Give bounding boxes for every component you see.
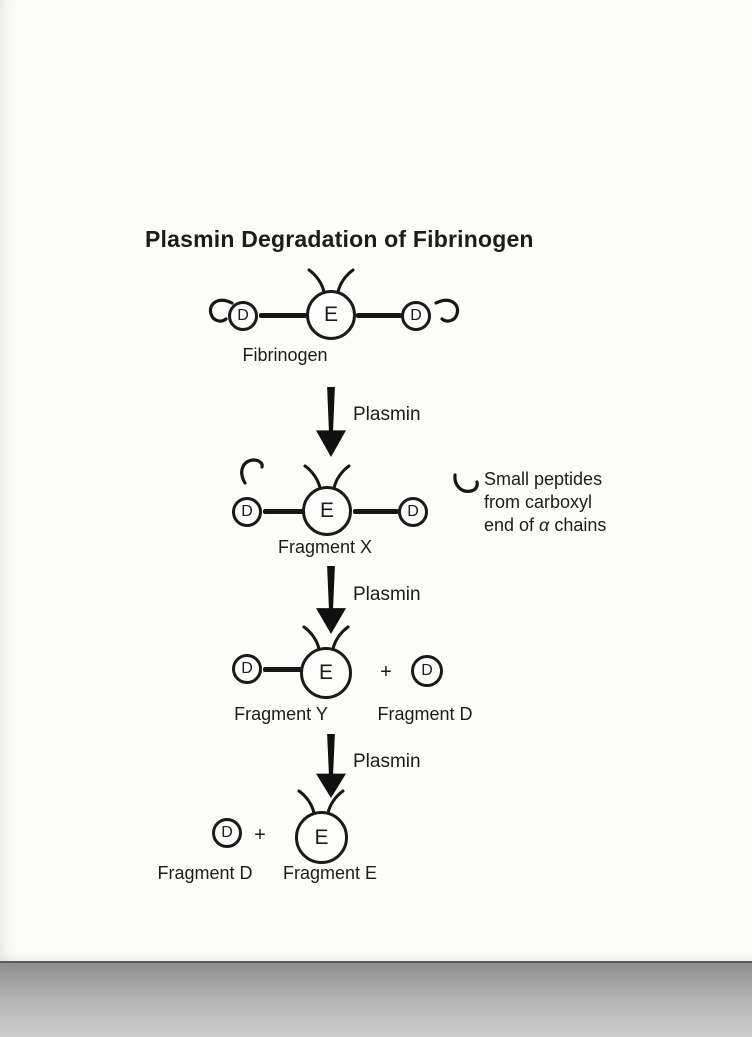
annotation-line: Small peptides: [484, 469, 603, 489]
annotation-line: end of α chains: [484, 515, 607, 535]
domain-letter: E: [314, 825, 329, 849]
small-peptides-annotation: Small peptides from carboxyl end of α ch…: [484, 468, 606, 537]
chain-connector-line: [263, 509, 304, 514]
chain-connector-line: [353, 509, 399, 514]
domain-letter: D: [241, 503, 253, 520]
antennae-icon: [307, 268, 355, 293]
alpha-chain-hook-right-icon: [434, 298, 460, 323]
stage-caption-fibrinogen: Fibrinogen: [242, 345, 328, 365]
domain-letter: D: [407, 503, 419, 520]
domain-letter: D: [241, 660, 253, 677]
scanner-edge-band: [0, 961, 752, 1037]
domain-letter: E: [318, 661, 333, 684]
plus-sign: +: [254, 824, 266, 846]
domain-letter: D: [410, 307, 422, 324]
domain-circle-e: E: [295, 811, 348, 864]
domain-circle-d: D: [411, 655, 443, 687]
domain-circle-e: E: [302, 486, 352, 536]
alpha-chain-hook-left-icon: [208, 298, 234, 323]
alpha-symbol: α: [539, 515, 550, 535]
stage-caption-fragment-d: Fragment D: [377, 704, 473, 724]
stage-caption-fragment-y: Fragment Y: [234, 704, 328, 724]
domain-circle-d: D: [232, 497, 262, 527]
domain-letter: D: [237, 307, 249, 324]
released-peptide-squiggle-left-icon: [240, 458, 264, 485]
antennae-icon: [303, 464, 351, 489]
page-title: Plasmin Degradation of Fibrinogen: [145, 226, 534, 252]
domain-letter: E: [323, 303, 338, 326]
plus-sign: +: [380, 661, 392, 683]
chain-connector-line: [259, 313, 307, 318]
chain-connector-line: [263, 667, 302, 672]
antennae-icon: [302, 625, 350, 650]
stage-caption-final-d: Fragment D: [157, 863, 253, 883]
plasmin-label: Plasmin: [353, 584, 421, 605]
plasmin-label: Plasmin: [353, 751, 421, 772]
domain-circle-d: D: [212, 818, 242, 848]
domain-circle-d: D: [232, 654, 262, 684]
stage-caption-final-e: Fragment E: [282, 863, 378, 883]
scanned-page: [0, 0, 752, 961]
antennae-icon: [297, 789, 345, 814]
released-peptide-squiggle-right-icon: [453, 473, 479, 493]
domain-letter: D: [221, 824, 233, 841]
plasmin-label: Plasmin: [353, 404, 421, 425]
domain-circle-d: D: [228, 301, 258, 331]
annotation-line: from carboxyl: [484, 492, 593, 512]
domain-circle-e: E: [300, 647, 352, 699]
chain-connector-line: [356, 313, 402, 318]
domain-letter: D: [421, 662, 433, 679]
domain-circle-e: E: [306, 290, 356, 340]
domain-letter: E: [319, 499, 334, 522]
stage-caption-fragment-x: Fragment X: [277, 537, 373, 557]
domain-circle-d: D: [398, 497, 428, 527]
domain-circle-d: D: [401, 301, 431, 331]
